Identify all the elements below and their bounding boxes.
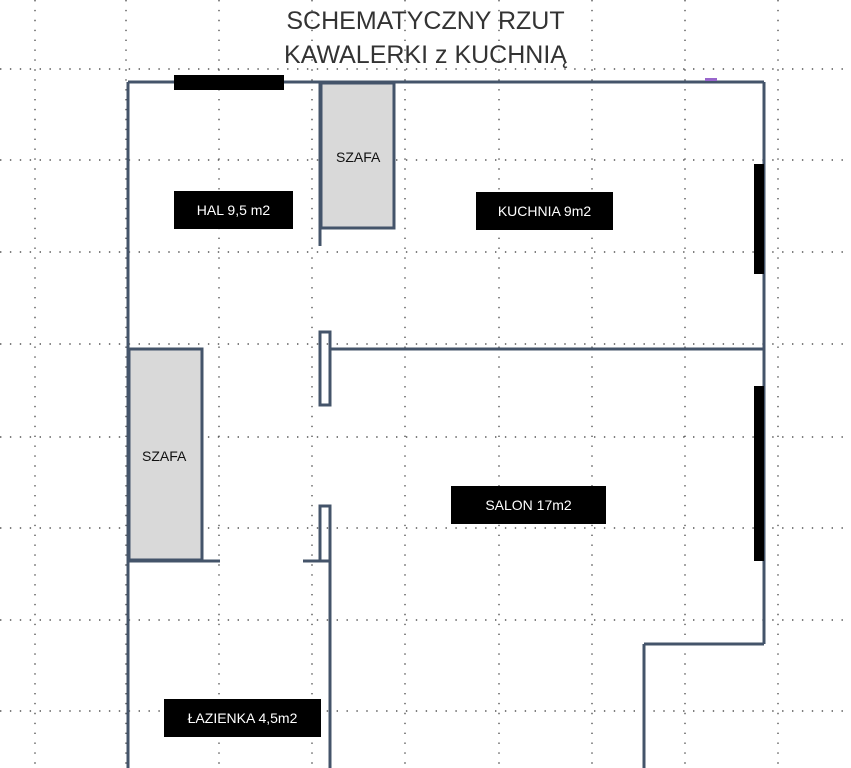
room-label-salon: SALON 17m2 [451, 486, 606, 524]
room-label-bathroom: ŁAZIENKA 4,5m2 [164, 699, 321, 737]
plan-title-line1: SCHEMATYCZNY RZUT [286, 7, 565, 35]
window-top [174, 75, 284, 90]
closet-top-label: SZAFA [336, 149, 381, 165]
door-frame-upper [318, 330, 332, 407]
room-label-kitchen: KUCHNIA 9m2 [476, 192, 613, 230]
closet-left-label: SZAFA [142, 448, 187, 464]
small-marker [705, 78, 717, 81]
door-frame-lower [318, 504, 332, 563]
window-kitchen [754, 164, 764, 274]
closet-left [127, 347, 204, 562]
window-salon [754, 386, 764, 561]
room-label-hall: HAL 9,5 m2 [174, 191, 293, 229]
plan-title-line2: KAWALERKI z KUCHNIĄ [284, 41, 567, 69]
walls [126, 80, 766, 768]
